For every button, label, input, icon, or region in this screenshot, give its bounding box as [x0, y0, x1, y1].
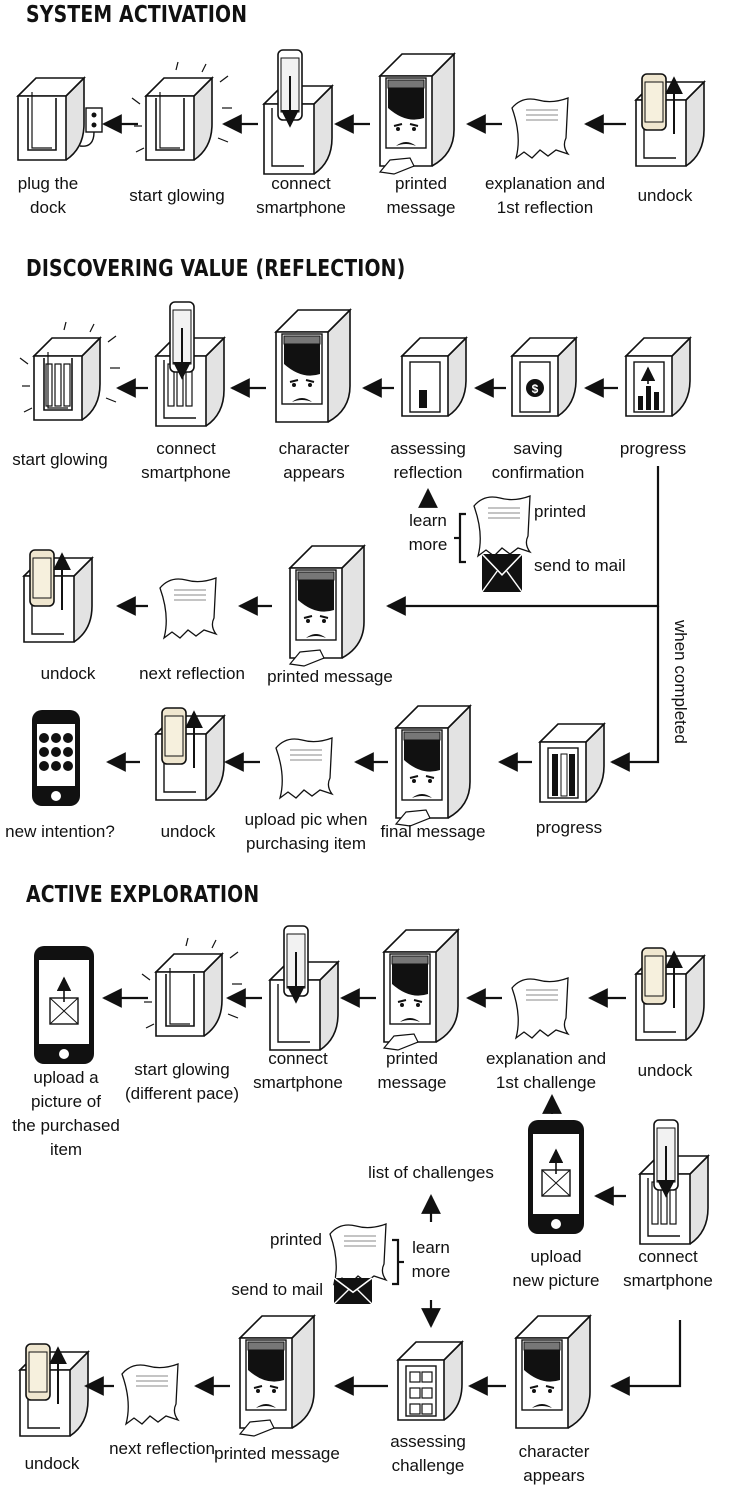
- step-label-connect-smartphone: connect smartphone: [141, 439, 231, 482]
- step-label-character-appears: character appears: [278, 439, 350, 482]
- step-label-printed-message: printed message: [386, 174, 456, 217]
- step-label-connect-smartphone: connect smartphone: [253, 1049, 343, 1092]
- step-label-assessing-reflection: assessing reflection: [390, 439, 466, 482]
- receipt-icon: [511, 97, 570, 160]
- dock-progress-icon: [624, 336, 692, 417]
- send-to-mail-label: send to mail: [231, 1280, 323, 1299]
- step-label-upload-new-picture: upload new picture: [512, 1247, 600, 1290]
- dock-connect-icon: [268, 925, 340, 1051]
- step-label-connect-smartphone: connect smartphone: [256, 174, 346, 217]
- step-label-saving-confirmation: saving confirmation: [491, 439, 585, 482]
- step-label-final-message: final message: [380, 822, 486, 841]
- when-completed-path: [612, 606, 660, 764]
- send-to-mail-label: send to mail: [534, 556, 626, 575]
- step-label-explanation: explanation and 1st challenge: [485, 1049, 607, 1092]
- return-path: [612, 1320, 682, 1388]
- list-of-challenges-label: list of challenges: [368, 1163, 494, 1182]
- dock-printer-icon: [288, 544, 366, 667]
- step-label-undock: undock: [637, 1061, 693, 1080]
- step-label-progress: progress: [619, 439, 687, 458]
- step-label-next-reflection: next reflection: [139, 664, 245, 683]
- dock-printer-icon: [382, 928, 460, 1051]
- phone-upload-new-icon: [528, 1120, 584, 1234]
- dock-printer-icon: [238, 1314, 316, 1437]
- step-label-next-reflection: next reflection: [109, 1439, 215, 1458]
- step-label-undock: undock: [160, 822, 216, 841]
- dock-glowing-bars-icon: [19, 321, 120, 421]
- dock-undock-icon: [634, 947, 706, 1041]
- dock-plug-icon: [16, 76, 86, 161]
- step-label-new-intention: new intention?: [5, 822, 115, 841]
- step-label-assessing-challenge: assessing challenge: [390, 1432, 466, 1475]
- dock-printer-icon: [378, 52, 456, 175]
- step-label-connect-smartphone: connect smartphone: [623, 1247, 713, 1290]
- step-label-start-glowing: start glowing (different pace): [124, 1060, 240, 1103]
- phone-upload-icon: [34, 946, 94, 1064]
- step-label-printed-message: printed message: [377, 1049, 447, 1092]
- step-label-printed-message: printed message: [267, 667, 393, 686]
- printed-option-label: printed: [534, 502, 586, 521]
- receipt-icon: [159, 577, 218, 640]
- section-title-reflection: DISCOVERING VALUE (REFLECTION): [26, 256, 406, 282]
- dock-undock-icon: [634, 73, 706, 167]
- receipt-icon: [473, 495, 532, 558]
- step-label-plug-dock: plug the dock: [17, 174, 79, 217]
- receipt-icon: [275, 737, 334, 800]
- step-label-start-glowing: start glowing: [12, 450, 108, 469]
- printed-option-label: printed: [270, 1230, 322, 1249]
- section-title-activation: SYSTEM ACTIVATION: [26, 2, 248, 28]
- envelope-icon: [481, 553, 523, 593]
- dock-undock-icon: [154, 707, 226, 801]
- dock-glowing-icon: [131, 61, 232, 161]
- receipt-icon: [121, 1363, 180, 1426]
- svg-text:$: $: [532, 382, 539, 396]
- step-label-upload-picture: upload a picture of the purchased item: [12, 1068, 120, 1159]
- dock-final-message-icon: [394, 704, 472, 827]
- receipt-icon: [329, 1223, 388, 1286]
- when-completed-label: when completed: [671, 620, 690, 744]
- dock-connect-icon: [154, 301, 226, 427]
- learn-more-label: learn more: [408, 511, 448, 554]
- step-label-undock: undock: [40, 664, 96, 683]
- section-title-exploration: ACTIVE EXPLORATION: [26, 882, 260, 908]
- dock-connect-icon: [638, 1119, 710, 1245]
- learn-more-bracket: [458, 512, 466, 564]
- step-label-printed-message: printed message: [214, 1444, 340, 1463]
- step-label-character-appears: character appears: [518, 1442, 590, 1485]
- learn-more-bracket: [392, 1238, 400, 1286]
- dock-assess-challenge-icon: [396, 1340, 464, 1421]
- dock-saving-icon: $: [510, 336, 578, 417]
- dock-character-icon: [514, 1314, 592, 1429]
- step-label-undock: undock: [637, 186, 693, 205]
- dock-undock-icon: [22, 549, 94, 643]
- step-label-start-glowing: start glowing: [129, 186, 225, 205]
- dock-undock-icon: [18, 1343, 90, 1437]
- learn-more-label: learn more: [411, 1238, 451, 1281]
- dock-progress-icon: [538, 722, 606, 803]
- step-label-upload-pic: upload pic when purchasing item: [244, 810, 368, 853]
- phone-new-intention-icon: [32, 710, 80, 806]
- dock-connect-icon: [262, 49, 334, 175]
- wall-outlet-icon: [79, 107, 103, 147]
- dock-glowing-icon: [141, 937, 242, 1037]
- receipt-icon: [511, 977, 570, 1040]
- step-label-progress: progress: [535, 818, 603, 837]
- step-label-explanation: explanation and 1st reflection: [484, 174, 606, 217]
- step-label-undock: undock: [24, 1454, 80, 1473]
- envelope-icon: [333, 1277, 373, 1305]
- dock-character-icon: [274, 308, 352, 423]
- dock-assess-icon: [400, 336, 468, 417]
